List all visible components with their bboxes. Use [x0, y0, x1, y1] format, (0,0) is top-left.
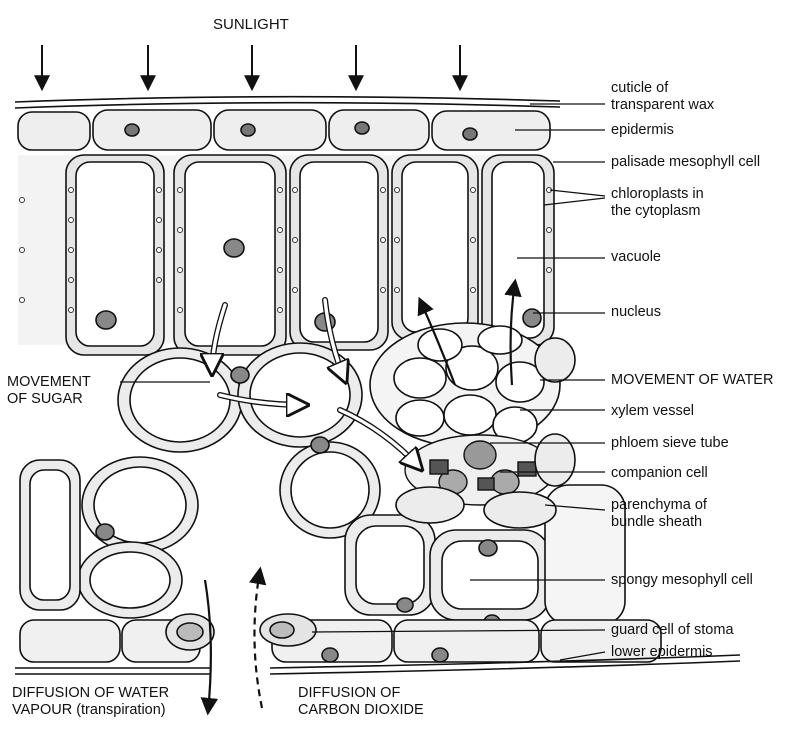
vacuole-label: vacuole	[611, 249, 661, 265]
chloroplasts-label-line-2: the cytoplasm	[611, 203, 701, 219]
lower-cuticle	[15, 654, 741, 675]
epidermis-label: epidermis	[611, 122, 674, 138]
sugar-arrows-inner	[212, 298, 420, 468]
lower-epidermis-label: lower epidermis	[611, 644, 713, 660]
water-vapour-arrow	[200, 579, 219, 716]
lower-epidermis-cells	[19, 619, 662, 663]
companion-cell-label: companion cell	[611, 465, 708, 481]
upper-epidermis	[17, 109, 551, 151]
bundle-sheath	[395, 337, 576, 529]
bundle-sheath-label: parenchyma of bundle sheath	[611, 497, 707, 531]
water-vapour-line-1: DIFFUSION OF WATER	[12, 685, 170, 701]
water-arrows	[417, 278, 522, 386]
co2-line-1: DIFFUSION OF	[298, 685, 401, 701]
leader-lines	[120, 103, 606, 661]
chloroplasts-label: chloroplasts in the cytoplasm	[611, 186, 704, 220]
bundle-sheath-label-line-1: parenchyma of	[611, 497, 707, 513]
water-vapour-line-2: VAPOUR (transpiration)	[12, 702, 166, 718]
cuticle-label-line-1: cuticle of	[611, 80, 669, 96]
guard-cell-label: guard cell of stoma	[611, 622, 734, 638]
spongy-label: spongy mesophyll cell	[611, 572, 753, 588]
cuticle-label-line-2: transparent wax	[611, 97, 715, 113]
phloem-label: phloem sieve tube	[611, 435, 729, 451]
xylem-label: xylem vessel	[611, 403, 694, 419]
sugar-movement-line-2: OF SUGAR	[7, 391, 83, 407]
guard-cells	[165, 613, 317, 651]
bundle-sheath-label-line-2: bundle sheath	[611, 514, 703, 530]
sugar-movement-line-1: MOVEMENT	[7, 374, 91, 390]
sugar-movement-label: MOVEMENT OF SUGAR	[7, 374, 91, 408]
co2-arrow	[248, 566, 267, 709]
spongy-layer	[19, 342, 626, 630]
co2-line-2: CARBON DIOXIDE	[298, 702, 424, 718]
cuticle-label: cuticle of transparent wax	[611, 80, 714, 114]
palisade-label: palisade mesophyll cell	[611, 154, 761, 170]
nucleus-label: nucleus	[611, 304, 661, 320]
water-vapour-label: DIFFUSION OF WATER VAPOUR (transpiration…	[12, 685, 169, 719]
water-movement-label: MOVEMENT OF WATER	[611, 372, 774, 388]
chloroplasts-label-line-1: chloroplasts in	[611, 186, 704, 202]
sunlight-label: SUNLIGHT	[213, 16, 289, 33]
co2-label: DIFFUSION OF CARBON DIOXIDE	[298, 685, 424, 719]
chloroplast-dots	[19, 187, 552, 313]
cuticle	[14, 95, 561, 109]
xylem-vessels	[369, 322, 561, 448]
sunlight-arrows	[34, 45, 468, 92]
